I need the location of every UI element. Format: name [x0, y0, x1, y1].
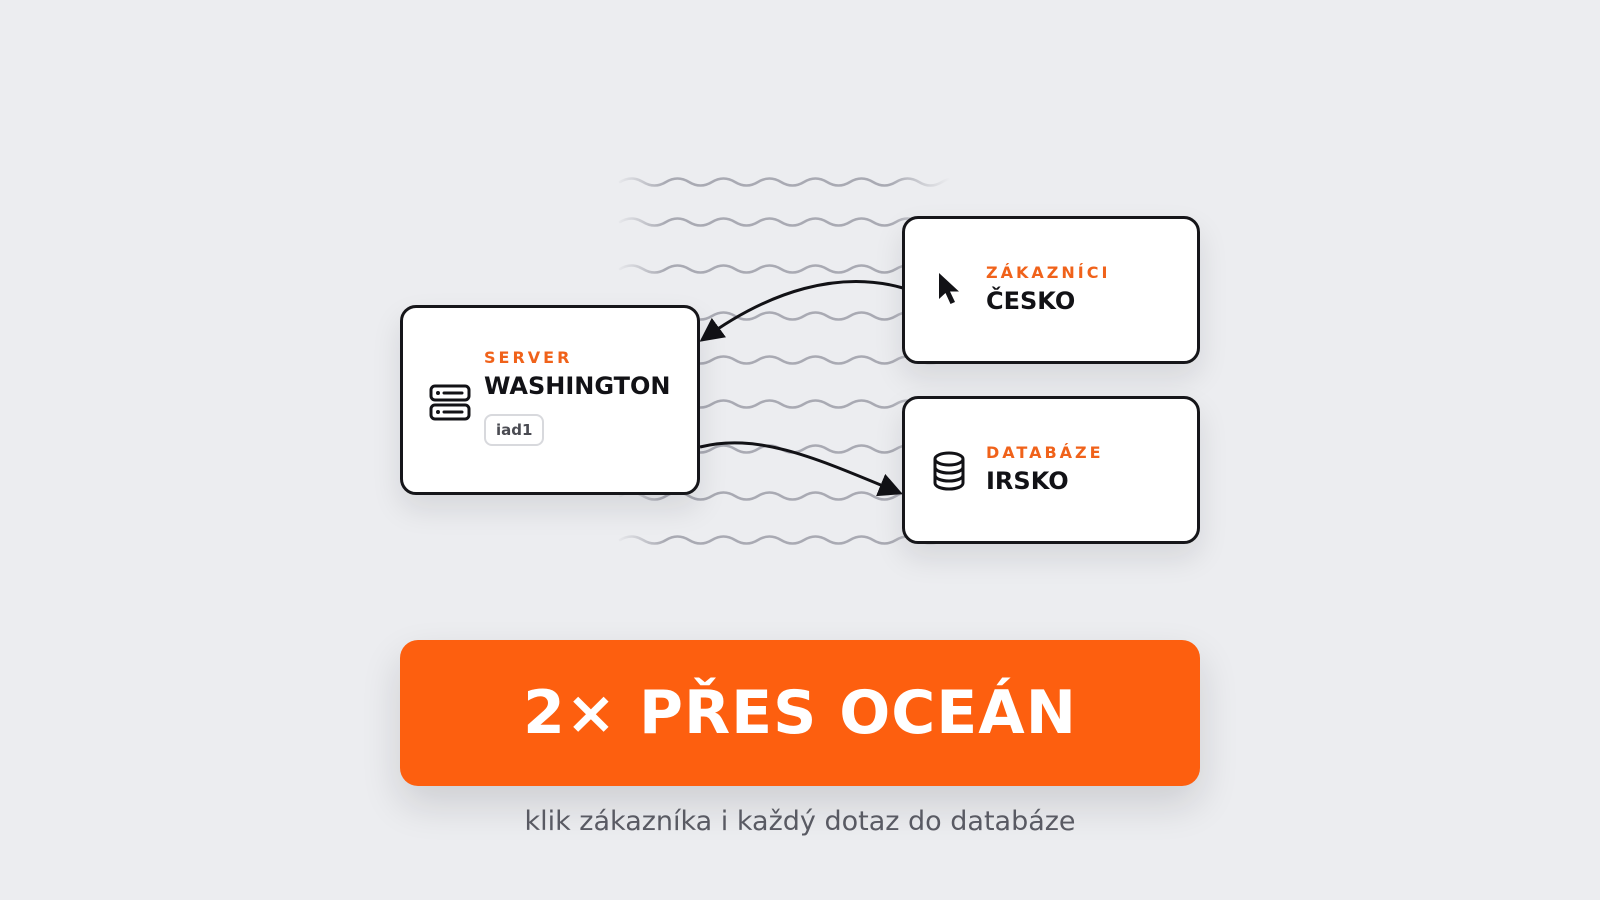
arrow-customers-to-server: [699, 280, 904, 342]
database-node-card[interactable]: DATABÁZE IRSKO: [902, 396, 1200, 544]
database-node-text: DATABÁZE IRSKO: [986, 443, 1104, 496]
ocean-crossing-banner: 2× PŘES OCEÁN: [400, 640, 1200, 786]
customers-node-text: ZÁKAZNÍCI ČESKO: [986, 263, 1110, 316]
customers-node-title: ČESKO: [986, 287, 1076, 315]
server-node-card[interactable]: SERVER WASHINGTON iad1: [400, 305, 700, 495]
database-icon: [933, 451, 965, 491]
server-node-text: SERVER WASHINGTON iad1: [484, 348, 671, 446]
server-node-title: WASHINGTON: [484, 372, 671, 400]
server-node-kicker: SERVER: [484, 348, 573, 367]
arrow-server-to-database: [699, 441, 903, 497]
database-node-kicker: DATABÁZE: [986, 443, 1104, 462]
database-node-title: IRSKO: [986, 467, 1069, 495]
banner-headline: 2× PŘES OCEÁN: [523, 678, 1077, 748]
customers-node-kicker: ZÁKAZNÍCI: [986, 263, 1111, 282]
cursor-icon: [939, 273, 959, 304]
server-icon: [429, 384, 471, 421]
customers-node-card[interactable]: ZÁKAZNÍCI ČESKO: [902, 216, 1200, 364]
region-tag: iad1: [484, 414, 545, 446]
caption: klik zákazníka i každý dotaz do databáze: [524, 806, 1076, 837]
wave-line: [618, 177, 990, 187]
